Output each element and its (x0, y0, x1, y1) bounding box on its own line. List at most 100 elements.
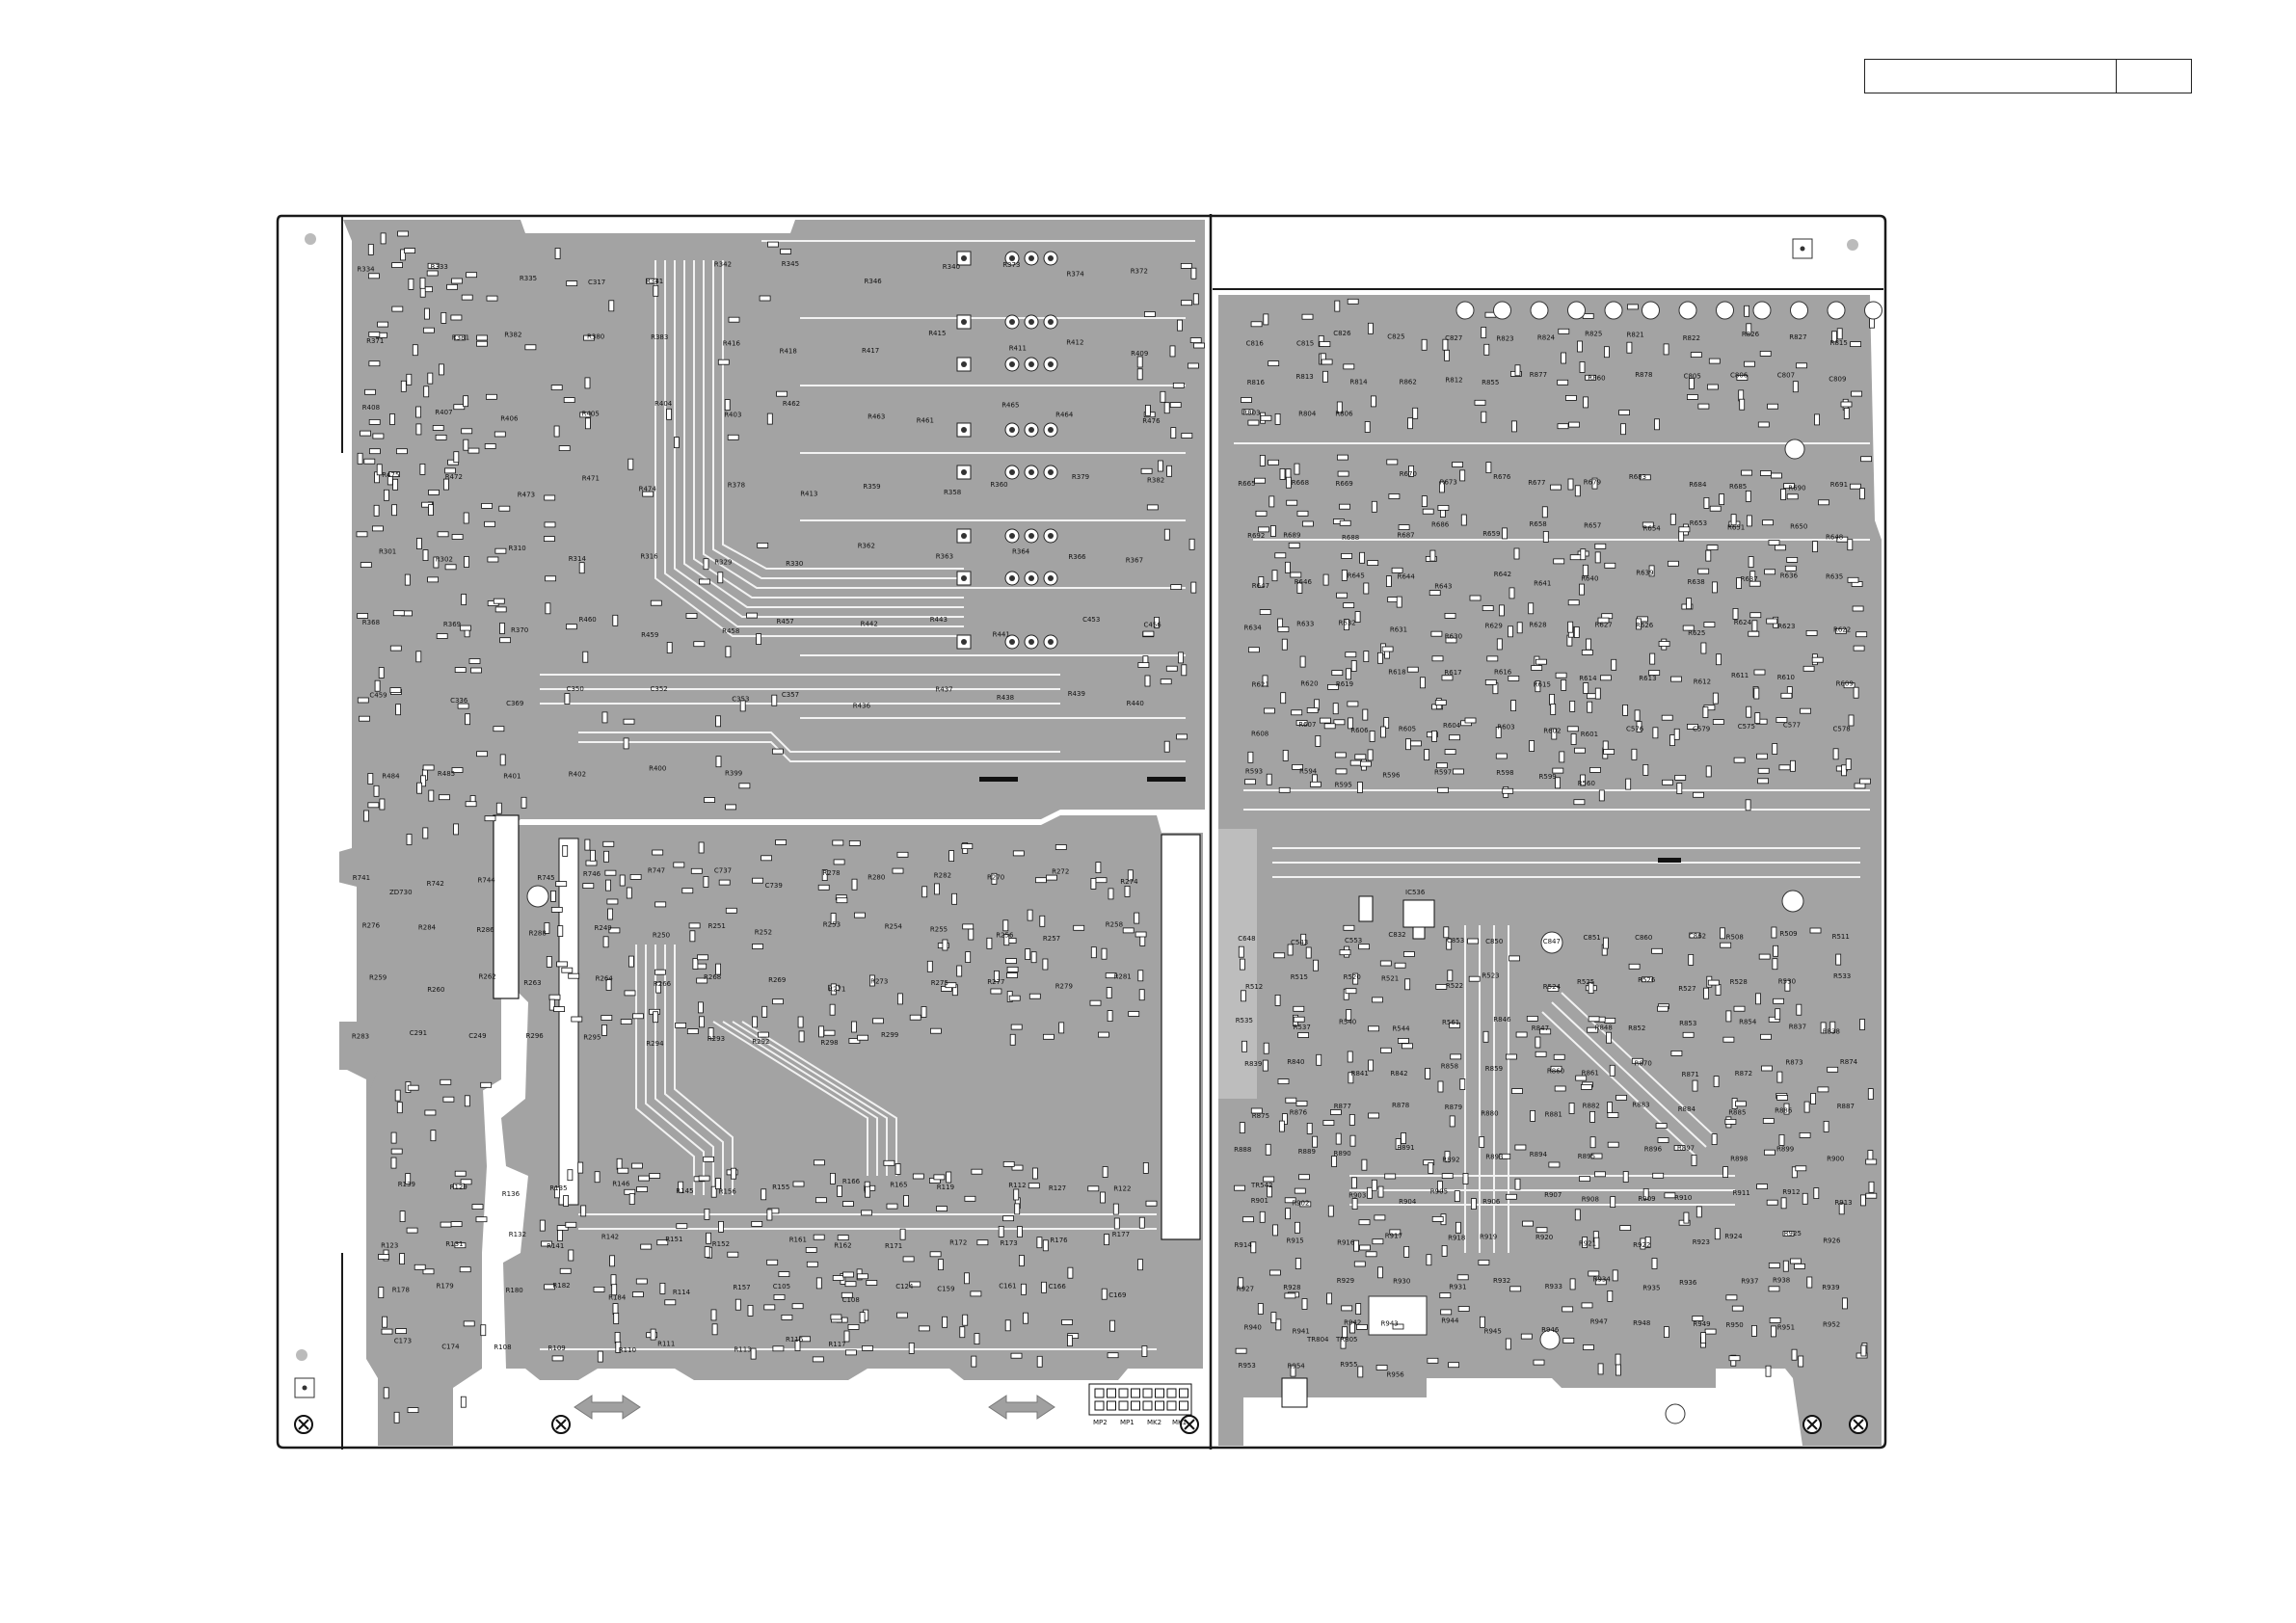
smd-component (427, 372, 434, 385)
component-designator: R275 (931, 979, 948, 987)
smd-component (1843, 408, 1850, 419)
component-designator: R515 (1291, 973, 1308, 981)
smd-component (1553, 558, 1565, 565)
component-designator: R485 (438, 770, 455, 778)
smd-component (428, 789, 435, 802)
smd-component (1128, 1011, 1140, 1017)
smd-component (381, 1328, 393, 1335)
smd-component (1612, 1269, 1618, 1282)
smd-component (601, 1024, 607, 1036)
component-designator: R598 (1496, 769, 1513, 777)
component-designator: R117 (828, 1341, 845, 1348)
component-designator: R259 (369, 974, 387, 982)
pad-hole (961, 255, 967, 261)
smd-component (1539, 1028, 1552, 1035)
component-designator: R606 (1350, 727, 1369, 734)
component-designator: R257 (1043, 935, 1060, 943)
smd-component (1351, 1177, 1357, 1189)
component-designator: R152 (712, 1240, 730, 1248)
smd-component (1449, 1115, 1455, 1128)
smd-component (1664, 1192, 1676, 1199)
connector-pin (1107, 1400, 1116, 1411)
component-designator: R373 (1002, 261, 1020, 269)
smd-component (389, 687, 402, 693)
smd-component (698, 1175, 710, 1182)
component-designator: C577 (1783, 722, 1801, 730)
component-designator: C317 (588, 279, 605, 286)
smd-component (1687, 394, 1698, 400)
smd-component (1444, 1151, 1451, 1163)
double-arrow-icon (574, 1395, 641, 1420)
smd-component (459, 1266, 471, 1273)
smd-component (1557, 423, 1569, 430)
smd-component (1444, 613, 1456, 619)
smd-component (1439, 481, 1445, 493)
smd-component (1363, 651, 1370, 662)
components (356, 230, 1878, 1423)
smd-component (1347, 701, 1359, 707)
component-designator: R822 (1683, 334, 1700, 342)
smd-component (703, 876, 709, 888)
smd-component (1693, 791, 1704, 798)
component-designator: C553 (1345, 937, 1362, 945)
smd-component (1027, 909, 1033, 921)
connector-pin (1094, 1388, 1105, 1398)
smd-component (1783, 1103, 1790, 1115)
smd-component (646, 278, 657, 284)
smd-component (1137, 662, 1150, 668)
smd-component (1603, 937, 1609, 949)
component-designator: C862 (1689, 933, 1706, 941)
smd-component (378, 1254, 389, 1260)
pad-hole (961, 469, 967, 475)
component-designator: R400 (649, 764, 666, 772)
smd-component (554, 248, 561, 259)
smd-component (1562, 1306, 1574, 1313)
smd-component (1134, 912, 1140, 924)
component-designator: R686 (1431, 521, 1450, 529)
smd-component (1670, 676, 1682, 682)
component-designator: C249 (468, 1032, 486, 1040)
component-designator: R374 (1067, 271, 1085, 279)
smd-component (674, 437, 680, 449)
component-designator: R465 (1001, 402, 1019, 410)
smd-component (1023, 1312, 1028, 1324)
component-designator: R272 (1052, 867, 1069, 875)
smd-component (739, 700, 746, 712)
smd-component (1771, 472, 1782, 479)
smd-component (627, 458, 634, 470)
connector-pin (1142, 1400, 1153, 1411)
smd-component (1604, 346, 1610, 359)
title-block (1864, 59, 2192, 93)
component-designator: R528 (1730, 978, 1748, 986)
smd-component (1043, 1033, 1055, 1040)
smd-component (1247, 751, 1254, 763)
smd-component (772, 998, 784, 1005)
smd-component (1367, 749, 1374, 761)
smd-component (738, 783, 751, 789)
smd-component (1011, 1164, 1024, 1171)
component-designator: R525 (1577, 978, 1594, 986)
component-designator: R882 (1583, 1102, 1600, 1109)
smd-component (1558, 328, 1570, 334)
smd-component (1707, 979, 1720, 986)
smd-component (862, 1345, 873, 1351)
smd-component (1627, 304, 1639, 310)
smd-component (1067, 1335, 1073, 1346)
smd-component (1791, 1348, 1798, 1361)
component-designator: R165 (890, 1181, 907, 1188)
smd-component (1408, 465, 1414, 477)
smd-component (1273, 952, 1286, 959)
smd-component (1386, 459, 1399, 466)
smd-component (1277, 626, 1290, 632)
component-designator: C805 (1684, 372, 1701, 380)
smd-component (1594, 551, 1601, 564)
smd-component (1181, 664, 1188, 677)
component-designator: R535 (1236, 1017, 1253, 1024)
smd-component (1780, 1197, 1787, 1210)
smd-component (933, 1174, 946, 1181)
smd-component (1662, 779, 1673, 785)
component-designator: R929 (1337, 1277, 1354, 1285)
smd-component (1388, 493, 1401, 499)
smd-component (1450, 1053, 1462, 1060)
smd-component (1306, 1123, 1313, 1134)
